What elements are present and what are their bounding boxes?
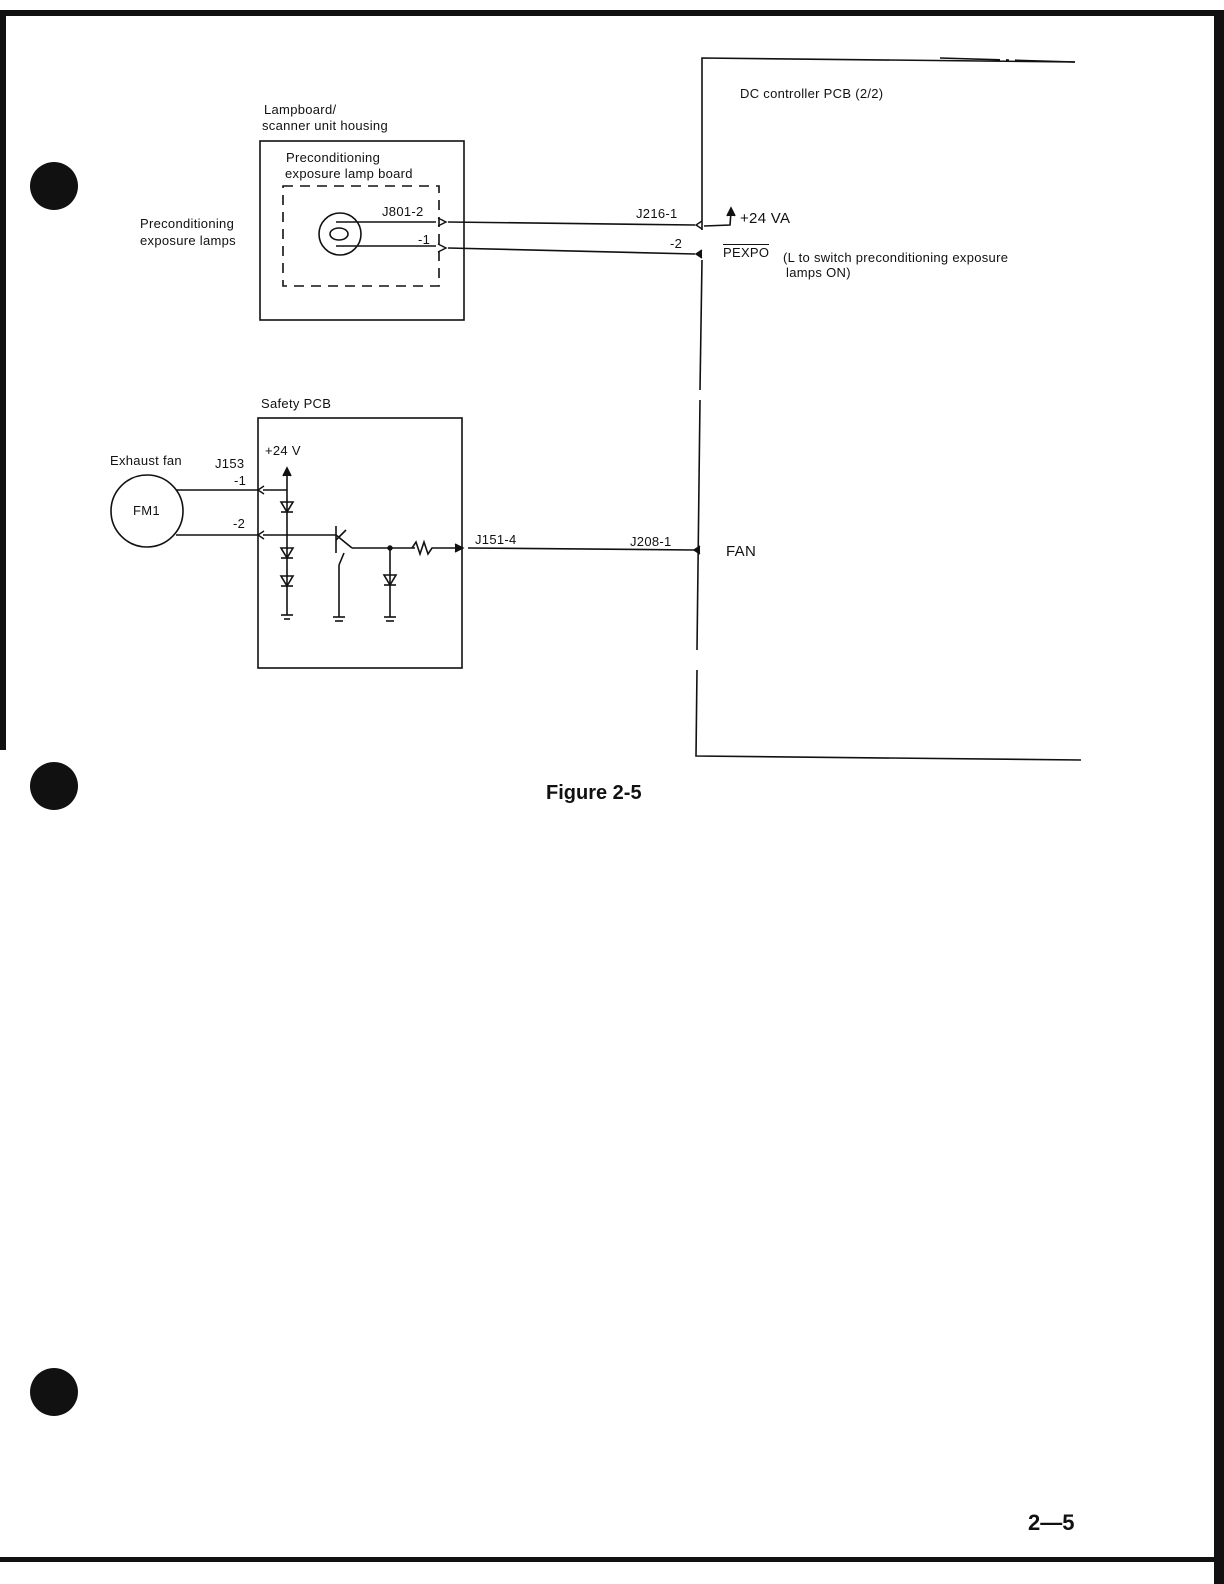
connector-j801-2: J801-2 bbox=[382, 204, 424, 220]
pexpo-description-line1: (L to switch preconditioning exposure bbox=[783, 250, 1008, 266]
page-number: 2—5 bbox=[1028, 1510, 1074, 1536]
connector-j153-pin2: -2 bbox=[233, 516, 245, 532]
connector-j216-1: J216-1 bbox=[636, 206, 678, 222]
wire-j801-2-to-j216-1 bbox=[448, 222, 695, 225]
connector-j151-4: J151-4 bbox=[475, 532, 517, 548]
connector-j153: J153 bbox=[215, 456, 244, 472]
board-label-line1: Preconditioning bbox=[286, 150, 380, 166]
pexpo-description-line2: lamps ON) bbox=[786, 265, 851, 281]
pexpo-signal-label: PEXPO bbox=[723, 244, 769, 261]
connector-j208-1: J208-1 bbox=[630, 534, 672, 550]
supply-24va-label: +24 VA bbox=[740, 211, 790, 227]
board-label-line2: exposure lamp board bbox=[285, 166, 413, 182]
exhaust-fan-label: Exhaust fan bbox=[110, 453, 182, 469]
fm1-label: FM1 bbox=[133, 503, 160, 519]
connector-j801-1: -1 bbox=[418, 232, 430, 248]
housing-label-line1: Lampboard/ bbox=[264, 102, 336, 118]
wire-j801-1-to-j216-2 bbox=[448, 248, 695, 254]
lamp-symbol bbox=[319, 213, 361, 255]
housing-label-line2: scanner unit housing bbox=[262, 118, 388, 134]
connector-j153-pin1: -1 bbox=[234, 473, 246, 489]
figure-caption: Figure 2-5 bbox=[546, 782, 642, 805]
connector-j216-2: -2 bbox=[670, 236, 682, 252]
dc-controller-title: DC controller PCB (2/2) bbox=[740, 86, 883, 102]
fan-signal-label: FAN bbox=[726, 544, 756, 560]
safety-pcb-supply: +24 V bbox=[265, 443, 301, 459]
dc-controller-outline bbox=[696, 58, 1081, 760]
safety-pcb-title: Safety PCB bbox=[261, 396, 331, 412]
lamps-label-line1: Preconditioning bbox=[140, 216, 234, 232]
lamps-label-line2: exposure lamps bbox=[140, 233, 236, 249]
resistor-symbol bbox=[412, 542, 455, 554]
